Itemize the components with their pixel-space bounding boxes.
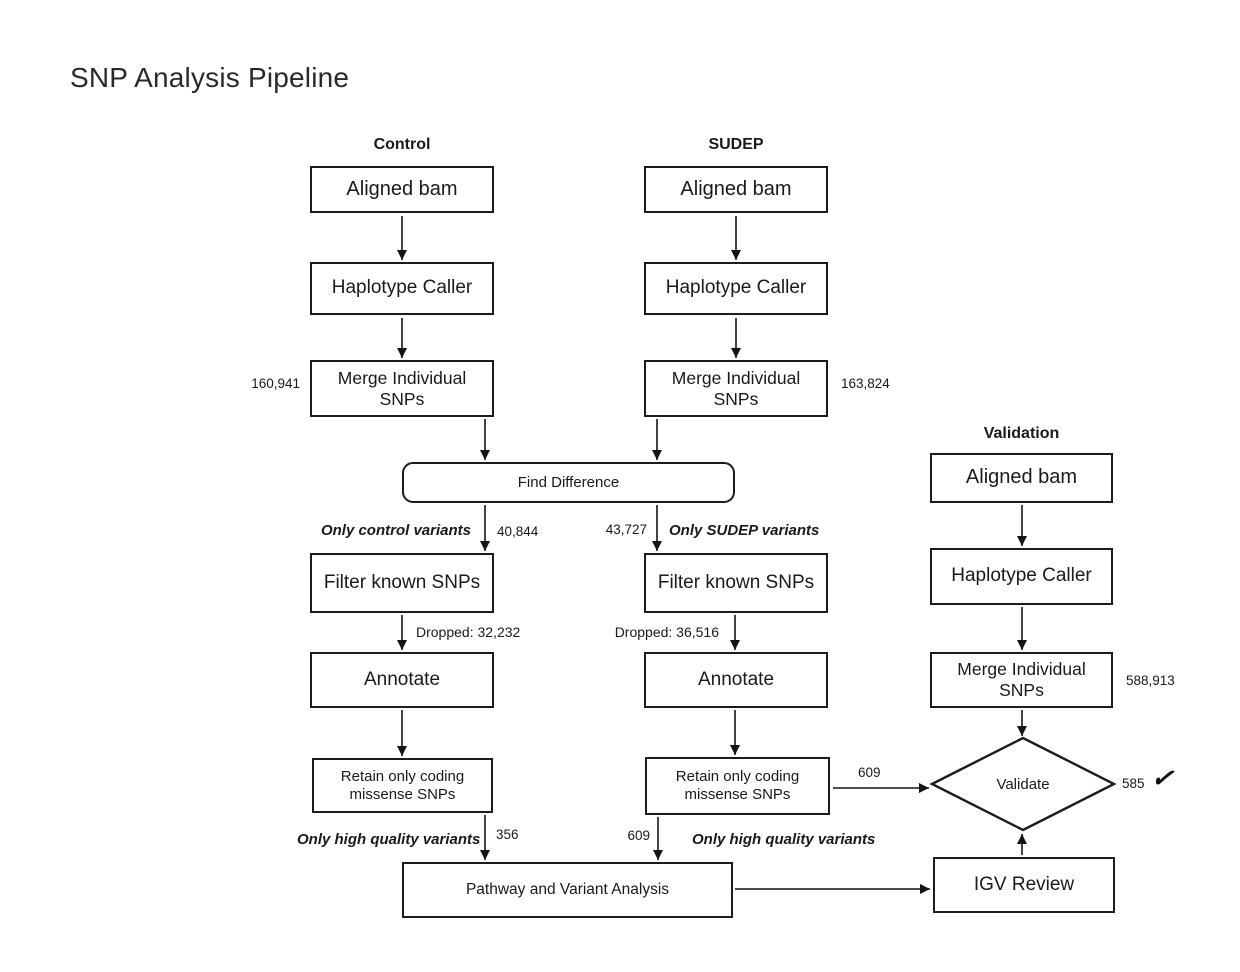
flow-arrows (397, 216, 1027, 894)
only-high-quality-right-label: Only high quality variants (692, 831, 876, 848)
control-dropped-label: Dropped: 32,232 (416, 624, 521, 640)
box-control-annotate: Annotate (310, 652, 494, 708)
box-label: Aligned bam (346, 177, 458, 200)
validate-diamond (929, 736, 1117, 832)
box-sudep-merge-snps: Merge Individual SNPs (644, 360, 828, 417)
box-igv-review: IGV Review (933, 857, 1115, 913)
box-label: Haplotype Caller (665, 277, 807, 299)
column-header-control: Control (373, 136, 431, 153)
box-label: Merge Individual SNPs (671, 367, 801, 409)
control-merge-count: 160,941 (251, 376, 300, 391)
box-sudep-retain-missense: Retain only coding missense SNPs (645, 757, 830, 815)
box-control-aligned-bam: Aligned bam (310, 166, 494, 213)
column-header-sudep: SUDEP (708, 136, 764, 153)
sudep-hq-count: 609 (627, 828, 650, 843)
validation-merge-count: 588,913 (1126, 673, 1175, 688)
box-label: Merge Individual SNPs (337, 367, 467, 409)
box-label: Haplotype Caller (331, 277, 473, 299)
box-label: Aligned bam (680, 177, 792, 200)
box-label: Retain only coding missense SNPs (675, 768, 800, 803)
only-control-variants-label: Only control variants (320, 522, 471, 539)
box-label: Filter known SNPs (657, 571, 815, 593)
page-title: SNP Analysis Pipeline (70, 62, 350, 93)
box-sudep-aligned-bam: Aligned bam (644, 166, 828, 213)
box-label: Filter known SNPs (323, 571, 481, 593)
box-sudep-haplotype-caller: Haplotype Caller (644, 262, 828, 315)
box-control-haplotype-caller: Haplotype Caller (310, 262, 494, 315)
box-label: Retain only coding missense SNPs (340, 767, 465, 803)
box-label: Haplotype Caller (951, 565, 1092, 587)
to-validate-count: 609 (858, 765, 881, 780)
box-label: Merge Individual SNPs (957, 659, 1086, 700)
validate-diamond-label: Validate (996, 776, 1050, 793)
only-sudep-variants-label: Only SUDEP variants (669, 522, 820, 539)
sudep-merge-count: 163,824 (841, 376, 890, 391)
box-find-difference: Find Difference (402, 462, 735, 503)
box-validation-merge-snps: Merge Individual SNPs (930, 652, 1113, 708)
control-hq-count: 356 (496, 827, 519, 842)
box-pathway-variant-analysis: Pathway and Variant Analysis (402, 862, 733, 918)
sudep-branch-count: 43,727 (605, 522, 647, 537)
column-header-validation: Validation (983, 425, 1060, 442)
sudep-dropped-label: Dropped: 36,516 (614, 624, 719, 640)
box-control-filter-known-snps: Filter known SNPs (310, 553, 494, 613)
box-control-merge-snps: Merge Individual SNPs (310, 360, 494, 417)
box-label: Annotate (363, 668, 441, 690)
box-sudep-filter-known-snps: Filter known SNPs (644, 553, 828, 613)
box-label: Aligned bam (965, 466, 1078, 489)
box-validation-haplotype-caller: Haplotype Caller (930, 548, 1113, 605)
box-label: Pathway and Variant Analysis (465, 880, 670, 898)
checkmark-icon: ✓ (1149, 761, 1176, 795)
box-sudep-annotate: Annotate (644, 652, 828, 708)
only-high-quality-left-label: Only high quality variants (297, 831, 481, 848)
box-label: Find Difference (517, 473, 620, 491)
box-label: IGV Review (973, 873, 1075, 895)
box-label: Annotate (697, 668, 775, 690)
validated-count: 585 (1122, 776, 1145, 791)
box-control-retain-missense: Retain only coding missense SNPs (312, 758, 493, 813)
control-branch-count: 40,844 (497, 524, 539, 539)
box-validation-aligned-bam: Aligned bam (930, 453, 1113, 503)
